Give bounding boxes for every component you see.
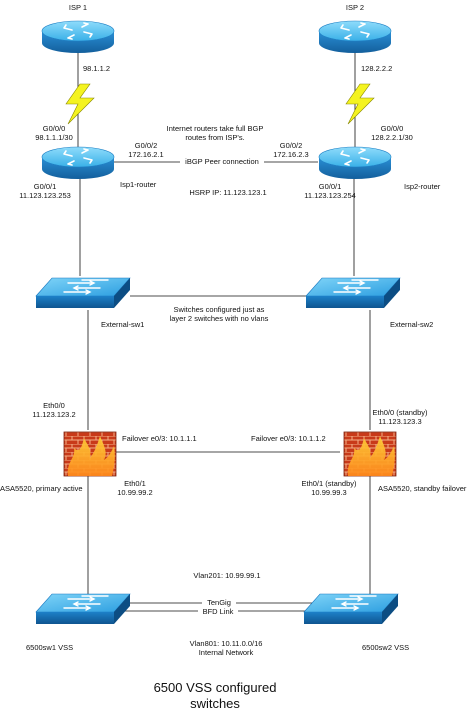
firewall-icon-asa1 — [63, 431, 117, 477]
asa1-outside-port: Eth0/0 — [43, 401, 65, 410]
isp2-router-lan-ip: 11.123.123.254 — [304, 191, 356, 200]
isp1-router-lan-ip: 11.123.123.253 — [19, 191, 71, 200]
isp2-label: ISP 2 — [345, 3, 365, 12]
isp1-router-name: Isp1-router — [120, 180, 157, 189]
isp1-router-wan-ip: 98.1.1.1/30 — [35, 133, 73, 142]
switch-icon-external-sw2 — [305, 277, 401, 309]
internal-network-label: Internal Network — [198, 648, 254, 657]
switch-icon-external-sw1 — [35, 277, 131, 309]
vss2-label: 6500sw2 VSS — [362, 643, 410, 652]
isp2-router-lan-port: G0/0/1 — [318, 182, 342, 191]
switch-icon-vss2 — [303, 593, 399, 625]
asa1-inside-ip: 10.99.99.2 — [117, 488, 153, 497]
asa1-inside-port: Eth0/1 — [124, 479, 146, 488]
router-icon-isp2 — [318, 20, 392, 54]
asa2-outside-port: Eth0/0 (standby) — [372, 408, 428, 417]
lightning-icon-isp2 — [345, 83, 375, 125]
vss1-label: 6500sw1 VSS — [26, 643, 74, 652]
hsrp-label: HSRP IP: 11.123.123.1 — [189, 188, 267, 197]
asa2-inside-port: Eth0/1 (standby) — [301, 479, 357, 488]
asa2-name: ASA5520, standby failover — [378, 484, 467, 493]
external-sw1-label: External-sw1 — [101, 320, 145, 329]
isp1-ip: 98.1.1.2 — [83, 64, 111, 73]
lightning-icon-isp1 — [65, 83, 95, 125]
asa2-failover: Failover e0/3: 10.1.1.2 — [251, 434, 326, 443]
ibgp-label: iBGP Peer connection — [180, 157, 264, 166]
bfd-label: BFD Link — [198, 607, 238, 616]
asa1-name: ASA5520, primary active — [0, 484, 83, 493]
isp2-ip: 128.2.2.2 — [361, 64, 393, 73]
isp1-router-wan-port: G0/0/0 — [42, 124, 66, 133]
vlan201-label: Vlan201: 10.99.99.1 — [193, 571, 261, 580]
external-sw2-label: External-sw2 — [390, 320, 434, 329]
isp2-router-wan-ip: 128.2.2.1/30 — [371, 133, 413, 142]
tengig-label: TenGig — [202, 598, 236, 607]
switch-note: Switches configured just as layer 2 swit… — [168, 305, 270, 323]
isp1-router-bgp-port: G0/0/2 — [134, 141, 158, 150]
asa1-failover: Failover e0/3: 10.1.1.1 — [122, 434, 197, 443]
bgp-note: Internet routers take full BGP routes fr… — [166, 124, 264, 142]
asa2-outside-ip: 11.123.123.3 — [378, 417, 422, 426]
switch-icon-vss1 — [35, 593, 131, 625]
router-icon-isp2-router — [318, 146, 392, 180]
asa1-outside-ip: 11.123.123.2 — [32, 410, 76, 419]
vlan801-label: Vlan801: 10.11.0.0/16 — [189, 639, 263, 648]
router-icon-isp1 — [41, 20, 115, 54]
isp2-router-bgp-port: G0/0/2 — [279, 141, 303, 150]
isp1-router-lan-port: G0/0/1 — [33, 182, 57, 191]
isp1-label: ISP 1 — [68, 3, 88, 12]
isp2-router-bgp-ip: 172.16.2.3 — [273, 150, 309, 159]
asa2-inside-ip: 10.99.99.3 — [311, 488, 347, 497]
isp2-router-name: Isp2-router — [404, 182, 441, 191]
isp1-router-bgp-ip: 172.16.2.1 — [128, 150, 164, 159]
router-icon-isp1-router — [41, 146, 115, 180]
isp2-router-wan-port: G0/0/0 — [380, 124, 404, 133]
diagram-caption: 6500 VSS configured switches — [153, 680, 277, 711]
firewall-icon-asa2 — [343, 431, 397, 477]
